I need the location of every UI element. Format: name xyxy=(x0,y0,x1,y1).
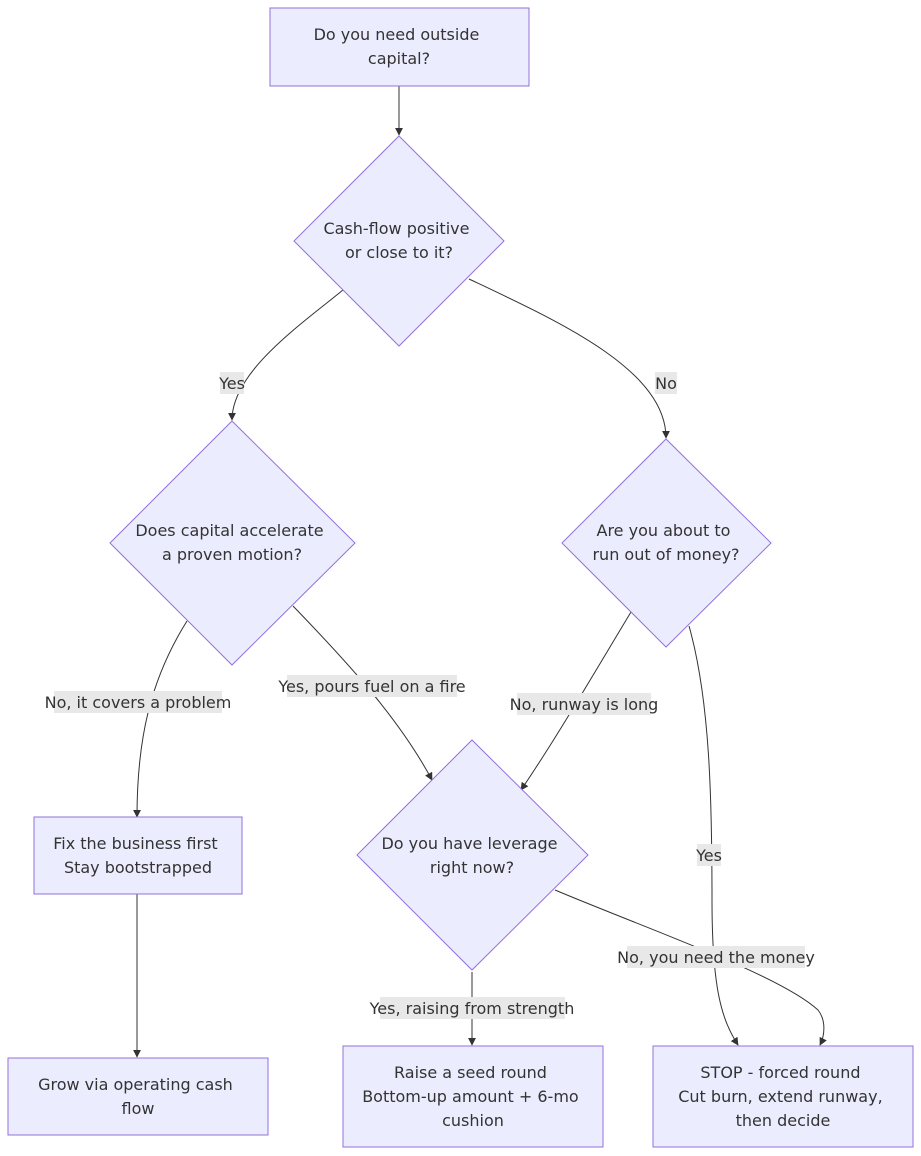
node-fix-line-2: Stay bootstrapped xyxy=(64,858,212,877)
edge-label-runout-no: No, runway is long xyxy=(510,693,659,715)
node-fix-line-1: Fix the business first xyxy=(53,834,217,853)
edge-label-leverage-yes-text: Yes, raising from strength xyxy=(369,999,575,1018)
node-stop: STOP - forced round Cut burn, extend run… xyxy=(652,1045,914,1148)
node-stop-line-3: then decide xyxy=(736,1111,831,1130)
node-accelerate-line-2: a proven motion? xyxy=(162,545,302,564)
node-leverage-line-1: Do you have leverage xyxy=(381,834,557,853)
node-cashflow-line-1: Cash-flow positive xyxy=(323,219,469,238)
svg-text:Do you need outside capi: Do you need outside capital? xyxy=(314,25,485,68)
svg-text:STOP - forced round Cut: STOP - forced round Cut burn, extend run… xyxy=(678,1063,888,1130)
svg-text:Does capital accelerate: Does capital accelerate a proven motion? xyxy=(135,521,328,564)
edge-label-cashflow-no: No xyxy=(655,372,677,394)
node-grow-line-2: flow xyxy=(122,1099,155,1118)
edge-leverage-stop xyxy=(554,889,827,1046)
edge-label-cashflow-no-text: No xyxy=(655,374,677,393)
node-cashflow-line-2: or close to it? xyxy=(345,243,453,262)
svg-text:Grow via operating cash: Grow via operating cash flow xyxy=(38,1075,238,1118)
node-leverage-line-2: right now? xyxy=(430,858,514,877)
node-start-line-1: Do you need outside xyxy=(314,25,480,44)
edge-label-accelerate-yes-text: Yes, pours fuel on a fire xyxy=(277,677,465,696)
edge-runout-stop xyxy=(688,625,739,1046)
svg-text:Raise a seed round Botto: Raise a seed round Bottom-up amount + 6-… xyxy=(362,1063,584,1130)
node-runout: Are you about to run out of money? xyxy=(561,438,772,648)
node-seed-line-1: Raise a seed round xyxy=(394,1063,547,1082)
node-stop-line-2: Cut burn, extend runway, xyxy=(678,1087,882,1106)
edge-label-runout-yes-text: Yes xyxy=(695,846,722,865)
edge-cashflow-runout xyxy=(468,278,670,439)
edge-accelerate-fix xyxy=(133,620,188,818)
edge-label-accelerate-no: No, it covers a problem xyxy=(45,691,232,713)
edge-label-accelerate-no-text: No, it covers a problem xyxy=(45,693,232,712)
node-start-line-2: capital? xyxy=(368,49,430,68)
edge-label-runout-no-text: No, runway is long xyxy=(510,695,659,714)
edge-label-runout-yes: Yes xyxy=(695,844,722,866)
node-accelerate: Does capital accelerate a proven motion? xyxy=(109,420,356,666)
node-fix: Fix the business first Stay bootstrapped xyxy=(33,816,243,895)
edge-labels: Yes No No, it covers a problem Yes, pour… xyxy=(45,372,815,1019)
svg-text:Do you have leverage rig: Do you have leverage right now? xyxy=(381,834,562,877)
node-seed-line-2: Bottom-up amount + 6-mo xyxy=(362,1087,578,1106)
node-accelerate-line-1: Does capital accelerate xyxy=(135,521,323,540)
node-stop-line-1: STOP - forced round xyxy=(700,1063,860,1082)
node-runout-line-1: Are you about to xyxy=(597,521,731,540)
edge-label-leverage-no: No, you need the money xyxy=(617,946,815,968)
node-leverage: Do you have leverage right now? xyxy=(356,739,589,971)
node-grow-line-1: Grow via operating cash xyxy=(38,1075,233,1094)
svg-text:Are you about to run out: Are you about to run out of money? xyxy=(592,521,739,564)
edge-cashflow-accelerate xyxy=(228,289,344,421)
edge-label-leverage-yes: Yes, raising from strength xyxy=(369,997,575,1019)
node-start: Do you need outside capital? xyxy=(269,7,530,87)
node-cashflow: Cash-flow positive or close to it? xyxy=(293,135,505,347)
node-grow: Grow via operating cash flow xyxy=(7,1057,269,1136)
svg-text:Fix the business first S: Fix the business first Stay bootstrapped xyxy=(53,834,223,877)
node-seed-line-3: cushion xyxy=(442,1111,504,1130)
svg-text:Cash-flow positive or cl: Cash-flow positive or close to it? xyxy=(323,219,474,262)
edge-label-cashflow-yes: Yes xyxy=(218,372,245,394)
edge-label-cashflow-yes-text: Yes xyxy=(218,374,245,393)
edge-label-leverage-no-text: No, you need the money xyxy=(617,948,815,967)
node-seed: Raise a seed round Bottom-up amount + 6-… xyxy=(342,1045,604,1148)
node-runout-line-2: run out of money? xyxy=(592,545,739,564)
edge-label-accelerate-yes: Yes, pours fuel on a fire xyxy=(277,675,466,697)
